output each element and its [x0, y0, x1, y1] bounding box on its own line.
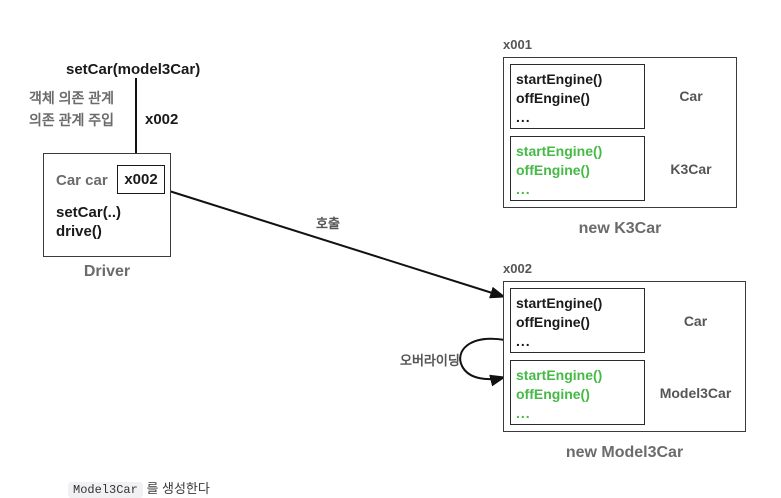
model3car-layer-car-box	[510, 288, 645, 353]
member-item: offEngine()	[516, 90, 590, 106]
injected-value-label: x002	[145, 111, 179, 128]
overriding-arrow	[459, 337, 507, 387]
bottom-note-text: 를 생성한다	[146, 481, 210, 496]
overriding-edge-label: 오버라이딩	[400, 353, 460, 368]
member-item-ellipsis: ...	[516, 181, 531, 197]
diagram-canvas: setCar(model3Car) 객체 의존 관계 의존 관계 주입 x002…	[29, 37, 746, 498]
member-item-ellipsis: ...	[516, 109, 531, 125]
setcar-call-label: setCar(model3Car)	[66, 61, 201, 78]
k3car-caption: new K3Car	[578, 220, 662, 237]
driver-caption: Driver	[83, 263, 131, 280]
k3car-layer-car-members: startEngine() offEngine() ...	[516, 70, 602, 127]
driver-field-type-label: Car car	[56, 172, 108, 189]
driver-field-value-text: x002	[124, 171, 158, 188]
model3car-caption: new Model3Car	[565, 444, 684, 461]
call-arrow	[165, 189, 507, 299]
member-item: startEngine()	[516, 295, 603, 311]
bottom-note-code: Model3Car	[68, 482, 143, 498]
k3car-layer-k3car-box	[510, 136, 645, 201]
k3car-layer-car-label: Car	[679, 88, 703, 104]
member-item: offEngine()	[516, 386, 590, 402]
member-item: startEngine()	[516, 71, 603, 87]
model3car-layer-car-label: Car	[683, 313, 708, 329]
driver-method-item: setCar(..)	[56, 204, 122, 221]
driver-method-list: setCar(..) drive()	[56, 203, 121, 241]
member-item: offEngine()	[516, 162, 590, 178]
dependency-label-line1: 객체 의존 관계	[29, 90, 115, 106]
member-item-ellipsis: ...	[516, 333, 531, 349]
member-item-ellipsis: ...	[516, 405, 531, 421]
model3car-layer-sub-box	[510, 360, 645, 425]
driver-method-item: drive()	[56, 223, 102, 240]
model3car-layer-sub-members: startEngine() offEngine() ...	[516, 366, 602, 423]
member-item: offEngine()	[516, 314, 590, 330]
dependency-label-line2: 의존 관계 주입	[29, 112, 115, 128]
member-item: startEngine()	[516, 143, 603, 159]
model3car-layer-car-members: startEngine() offEngine() ...	[516, 294, 602, 351]
k3car-layer-car-box	[510, 64, 645, 129]
k3car-address-label: x001	[503, 37, 532, 52]
member-item: startEngine()	[516, 367, 603, 383]
call-edge-label: 호출	[316, 216, 340, 231]
k3car-layer-k3car-label: K3Car	[670, 161, 712, 177]
driver-field-value-box: x002	[117, 165, 165, 194]
k3car-layer-k3car-members: startEngine() offEngine() ...	[516, 142, 602, 199]
bottom-note: Model3Car 를 생성한다	[68, 478, 210, 498]
model3car-layer-sub-label: Model3Car	[659, 385, 732, 401]
model3car-address-label: x002	[503, 261, 532, 276]
